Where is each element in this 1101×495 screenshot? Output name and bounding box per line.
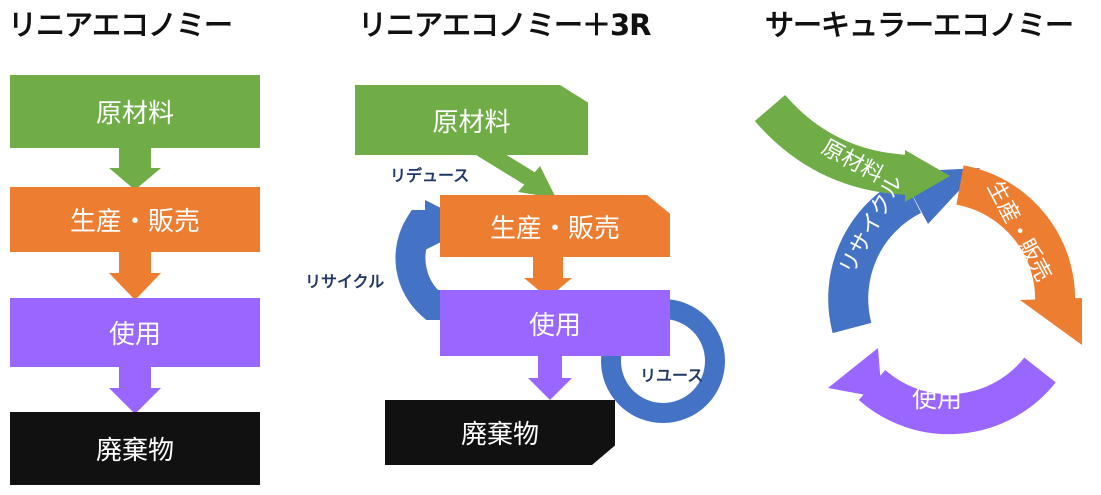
circular-recycle-arc xyxy=(828,177,922,334)
recycle-loop xyxy=(395,210,443,320)
linear-arrow-3 xyxy=(109,367,161,414)
l3r-arrow-3 xyxy=(528,356,572,400)
l3r-raw-material-box: 原材料 xyxy=(355,85,588,155)
linear-raw-material-box: 原材料 xyxy=(10,75,260,148)
circular-use-label: 使用 xyxy=(912,384,962,413)
linear-arrow-2 xyxy=(109,252,161,300)
recycle-label: リサイクル xyxy=(305,272,385,291)
linear-3r-title: リニアエコノミー＋3R xyxy=(358,8,652,42)
circular-raw-arc xyxy=(754,94,912,195)
linear-waste-box: 廃棄物 xyxy=(10,412,260,485)
reduce-arrowhead xyxy=(518,166,556,198)
l3r-production-box: 生産・販売 xyxy=(440,195,670,257)
reduce-label: リデュース xyxy=(390,166,470,185)
circular-use-arrowhead xyxy=(828,348,882,398)
linear-production-box: 生産・販売 xyxy=(10,187,260,252)
l3r-use-box: 使用 xyxy=(440,290,670,356)
circular-use-arc xyxy=(858,357,1056,435)
circular-economy-title: サーキュラーエコノミー xyxy=(765,8,1074,42)
reuse-label: リユース xyxy=(640,366,704,385)
circular-production-arrowhead xyxy=(1020,298,1082,345)
linear-use-box: 使用 xyxy=(10,298,260,367)
l3r-waste-box: 廃棄物 xyxy=(385,400,615,465)
l3r-arrow-2 xyxy=(524,256,572,298)
circular-raw-arrowhead xyxy=(905,150,950,202)
linear-economy-title: リニアエコノミー xyxy=(8,8,233,42)
circular-production-arc xyxy=(955,165,1076,307)
linear-arrow-1 xyxy=(109,148,161,190)
